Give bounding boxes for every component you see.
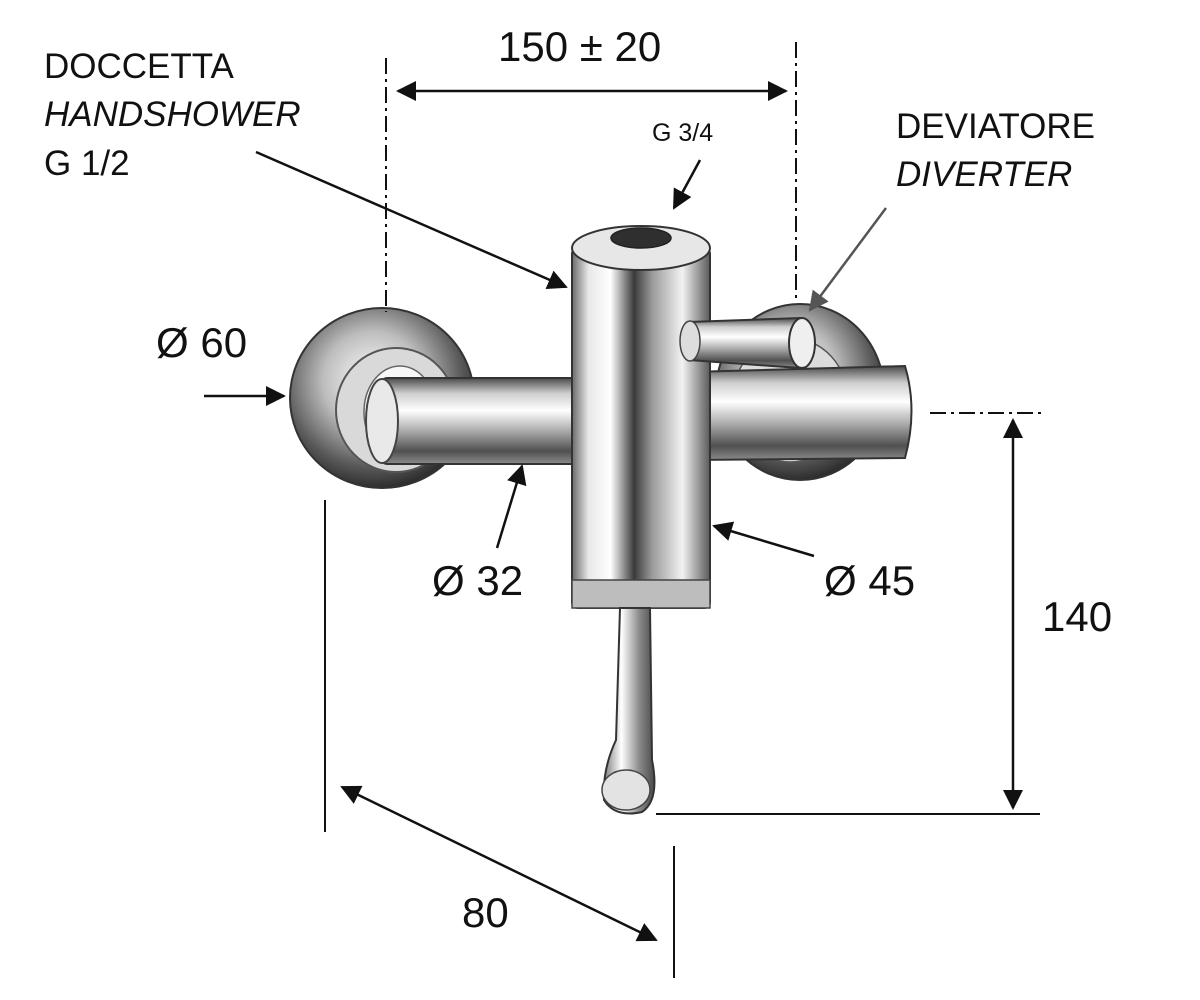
central-body xyxy=(571,225,711,609)
diverter-leader xyxy=(808,207,888,312)
depth-label: 80 xyxy=(462,889,509,936)
handshower-label-it: DOCCETTA xyxy=(44,47,234,86)
arm-diameter-label: Ø 32 xyxy=(432,557,524,604)
right-arm xyxy=(689,364,913,462)
body-diameter-arrow xyxy=(712,521,815,558)
top-thread-label: G 3/4 xyxy=(652,119,714,147)
body-diameter-label: Ø 45 xyxy=(824,557,916,604)
diverter-knob xyxy=(679,316,816,370)
lever-handle xyxy=(601,607,656,815)
flange-diameter-label: Ø 60 xyxy=(156,319,248,366)
handshower-thread-label: G 1/2 xyxy=(44,144,130,183)
faucet-illustration xyxy=(289,225,913,815)
diverter-label-it: DEVIATORE xyxy=(896,107,1096,146)
dimension-lines xyxy=(204,42,1046,978)
depth-arrow xyxy=(340,785,658,942)
left-arm xyxy=(365,377,615,465)
center-distance-label: 150 ± 20 xyxy=(498,23,662,70)
handshower-label-en: HANDSHOWER xyxy=(44,95,301,134)
handshower-leader xyxy=(255,150,568,289)
height-label: 140 xyxy=(1042,593,1113,640)
diverter-label-en: DIVERTER xyxy=(896,155,1073,194)
top-thread-arrow xyxy=(672,159,702,210)
arm-diameter-arrow xyxy=(495,464,527,549)
